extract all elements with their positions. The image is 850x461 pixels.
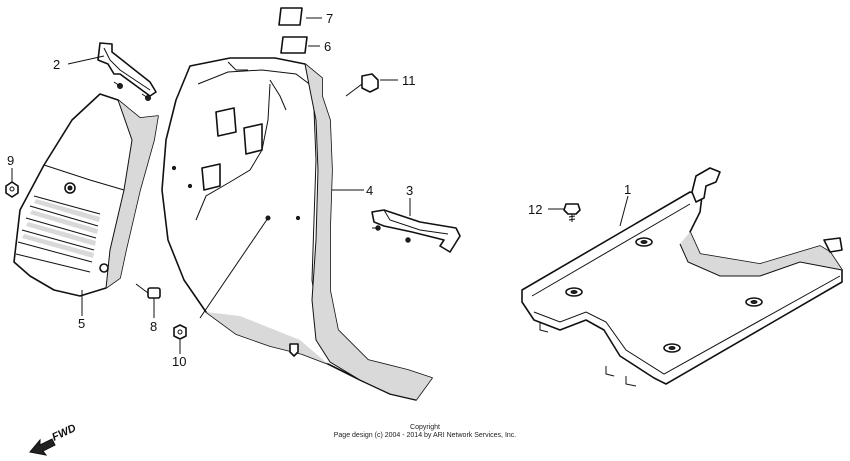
callout-3: 3 (406, 183, 413, 198)
fwd-arrow-icon (29, 438, 56, 456)
part-8-bolt[interactable] (135, 283, 161, 299)
callout-10: 10 (172, 354, 186, 369)
callout-6: 6 (324, 39, 331, 54)
callout-2: 2 (53, 57, 60, 72)
part-11-clip[interactable] (345, 73, 379, 97)
part-7-label-plate[interactable] (278, 7, 303, 26)
part-5-front-cover[interactable] (13, 93, 159, 297)
part-1-floor-panel[interactable] (521, 167, 843, 387)
copyright-notice: Page design (c) 2004 - 2014 by ARI Netwo… (333, 432, 517, 439)
callout-9: 9 (7, 153, 14, 168)
callout-1: 1 (624, 182, 631, 197)
copyright-heading: Copyright (410, 424, 440, 431)
part-4-leg-shield[interactable] (161, 57, 433, 401)
callout-12: 12 (528, 202, 542, 217)
callout-11: 11 (402, 73, 416, 88)
part-12-screw[interactable] (563, 203, 581, 222)
part-10-nut[interactable] (173, 324, 187, 340)
callout-4: 4 (366, 183, 373, 198)
part-9-nut[interactable] (5, 181, 19, 198)
part-2-bracket[interactable] (97, 42, 157, 101)
callout-5: 5 (78, 316, 85, 331)
part-6-label-plate[interactable] (280, 36, 308, 54)
part-3-bracket[interactable] (371, 209, 461, 253)
callout-7: 7 (326, 11, 333, 26)
leader-lines (11, 17, 629, 354)
callout-8: 8 (150, 319, 157, 334)
